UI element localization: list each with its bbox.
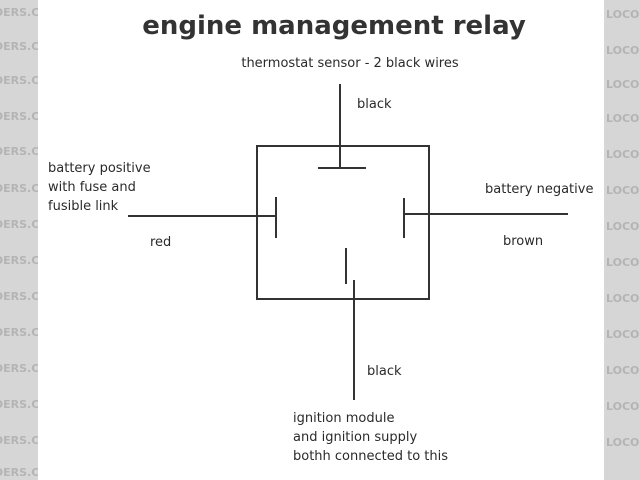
watermark-text: DERS.CO.U bbox=[0, 110, 38, 123]
left-terminal-line-1: battery positive bbox=[48, 161, 151, 176]
watermark-text: DERS.CO.U bbox=[0, 182, 38, 195]
bottom-wire-color: black bbox=[367, 364, 402, 379]
watermark-text: DERS.CO.U bbox=[0, 145, 38, 158]
watermark-text: DERS.CO.U bbox=[0, 40, 38, 53]
watermark-text: DERS.CO.U bbox=[0, 362, 38, 375]
watermark-text: LOCOST bbox=[606, 148, 640, 161]
watermark-text: LOCOST bbox=[606, 400, 640, 413]
watermark-strip-right: LOCOST LOCOST LOCOST LOCOST LOCOST LOCOS… bbox=[604, 0, 640, 480]
watermark-text: DERS.CO.U bbox=[0, 466, 38, 479]
watermark-strip-left: DERS.CO.U DERS.CO.U DERS.CO.U DERS.CO.U … bbox=[0, 0, 38, 480]
diagram-title: engine management relay bbox=[142, 11, 526, 41]
left-wire-color: red bbox=[150, 235, 171, 250]
watermark-text: DERS.CO.U bbox=[0, 326, 38, 339]
watermark-text: LOCOST bbox=[606, 292, 640, 305]
watermark-text: LOCOST bbox=[606, 44, 640, 57]
watermark-text: LOCOST bbox=[606, 220, 640, 233]
watermark-text: DERS.CO.U bbox=[0, 290, 38, 303]
right-terminal-heading: battery negative bbox=[485, 182, 593, 197]
top-wire-color: black bbox=[357, 97, 392, 112]
right-wire-color: brown bbox=[503, 234, 543, 249]
watermark-text: LOCOST bbox=[606, 256, 640, 269]
watermark-text: DERS.CO.U bbox=[0, 398, 38, 411]
relay-box bbox=[256, 145, 430, 300]
left-terminal-line-3: fusible link bbox=[48, 199, 119, 214]
watermark-text: LOCOST bbox=[606, 8, 640, 21]
watermark-text: DERS.CO.U bbox=[0, 6, 38, 19]
bottom-terminal-line-1: ignition module bbox=[293, 411, 394, 426]
watermark-text: LOCOST bbox=[606, 78, 640, 91]
watermark-text: LOCOST bbox=[606, 328, 640, 341]
left-terminal-line-2: with fuse and bbox=[48, 180, 136, 195]
watermark-text: LOCOST bbox=[606, 364, 640, 377]
watermark-text: DERS.CO.U bbox=[0, 254, 38, 267]
watermark-text: DERS.CO.U bbox=[0, 434, 38, 447]
bottom-terminal-line-2: and ignition supply bbox=[293, 430, 417, 445]
watermark-text: DERS.CO.U bbox=[0, 218, 38, 231]
watermark-text: LOCOST bbox=[606, 436, 640, 449]
watermark-text: LOCOST bbox=[606, 184, 640, 197]
top-terminal-heading: thermostat sensor - 2 black wires bbox=[241, 56, 459, 71]
watermark-text: DERS.CO.U bbox=[0, 74, 38, 87]
bottom-terminal-line-3: bothh connected to this bbox=[293, 449, 448, 464]
watermark-text: LOCOST bbox=[606, 112, 640, 125]
